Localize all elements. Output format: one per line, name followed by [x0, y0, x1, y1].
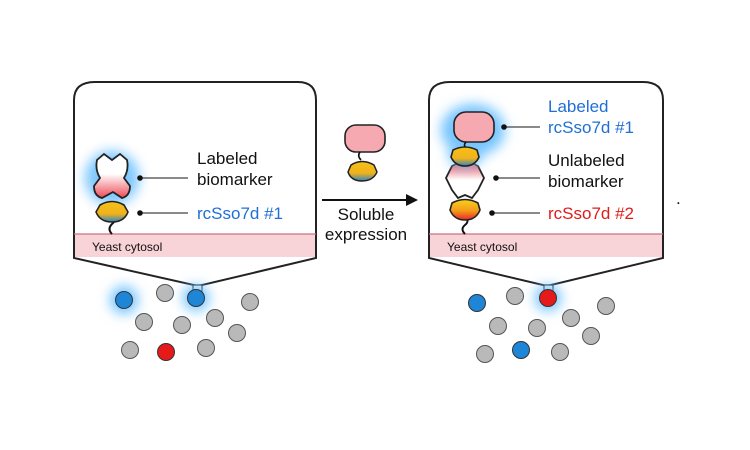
right-biomarker-text: biomarker — [548, 172, 624, 191]
left-cell-gray — [156, 284, 174, 302]
left-cell-gray — [206, 309, 224, 327]
right-rcsso7d-2-binder — [449, 198, 481, 221]
right-panel: Yeast cytosol Labeled rcSso7d #1 Unlabel… — [428, 81, 664, 288]
soluble-rcsso7d-binder — [347, 160, 378, 182]
right-labeled-pink-protein — [453, 111, 495, 143]
soluble-rcsso7d-pink-protein — [344, 124, 386, 153]
left-binder-leader-dot — [137, 210, 143, 216]
process-arrow-head — [406, 194, 418, 206]
right-top-leader-dot — [501, 124, 507, 130]
right-cell-gray — [506, 287, 524, 305]
right-unlabeled-text: Unlabeled — [548, 151, 625, 170]
right-cell-blue — [512, 341, 530, 359]
right-membrane — [430, 234, 662, 257]
left-cell-gray — [173, 316, 191, 334]
arrow-soluble-text: Soluble — [338, 205, 395, 224]
right-membrane-label: Yeast cytosol — [447, 240, 517, 254]
left-cell-gray — [197, 339, 215, 357]
left-membrane-label: Yeast cytosol — [92, 240, 162, 254]
right-cell-gray — [528, 319, 546, 337]
soluble-rcsso7d-tether — [357, 151, 362, 161]
right-rcsso7d-1-binder — [450, 146, 480, 167]
right-labeled-text: Labeled — [548, 97, 609, 116]
left-panel: Yeast cytosol Labeled biomarker rcSso7d … — [73, 81, 317, 288]
left-cell-blue — [187, 289, 205, 307]
left-biomarker-leader-dot — [137, 175, 143, 181]
left-cell-gray — [121, 341, 139, 359]
left-rcsso7d-text: rcSso7d #1 — [197, 204, 283, 223]
right-mid-leader-dot — [493, 175, 499, 181]
right-cell-gray — [597, 297, 615, 315]
left-biomarker-text: biomarker — [197, 170, 273, 189]
stray-mark: . — [676, 189, 681, 208]
right-rcsso7d-1-text: rcSso7d #1 — [548, 118, 634, 137]
arrow-expression-text: expression — [325, 225, 407, 244]
left-cell-gray — [241, 293, 259, 311]
middle-transition: Soluble expression — [322, 124, 418, 244]
left-cell-blue — [115, 291, 133, 309]
left-labeled-text: Labeled — [197, 149, 258, 168]
left-rcsso7d-binder — [95, 200, 129, 223]
right-cell-gray — [582, 327, 600, 345]
right-cell-population — [468, 284, 615, 363]
left-cell-gray — [228, 324, 246, 342]
left-membrane — [75, 234, 315, 257]
right-bottom-leader-dot — [489, 210, 495, 216]
right-cell-red — [539, 289, 557, 307]
right-cell-gray — [476, 345, 494, 363]
left-cell-red — [157, 343, 175, 361]
right-cell-gray — [562, 309, 580, 327]
right-cell-gray — [489, 317, 507, 335]
left-cell-gray — [135, 313, 153, 331]
right-cell-gray — [551, 343, 569, 361]
left-cell-population — [110, 284, 259, 361]
right-cell-blue — [468, 294, 486, 312]
right-rcsso7d-2-text: rcSso7d #2 — [548, 204, 634, 223]
left-labeled-biomarker — [93, 152, 131, 199]
